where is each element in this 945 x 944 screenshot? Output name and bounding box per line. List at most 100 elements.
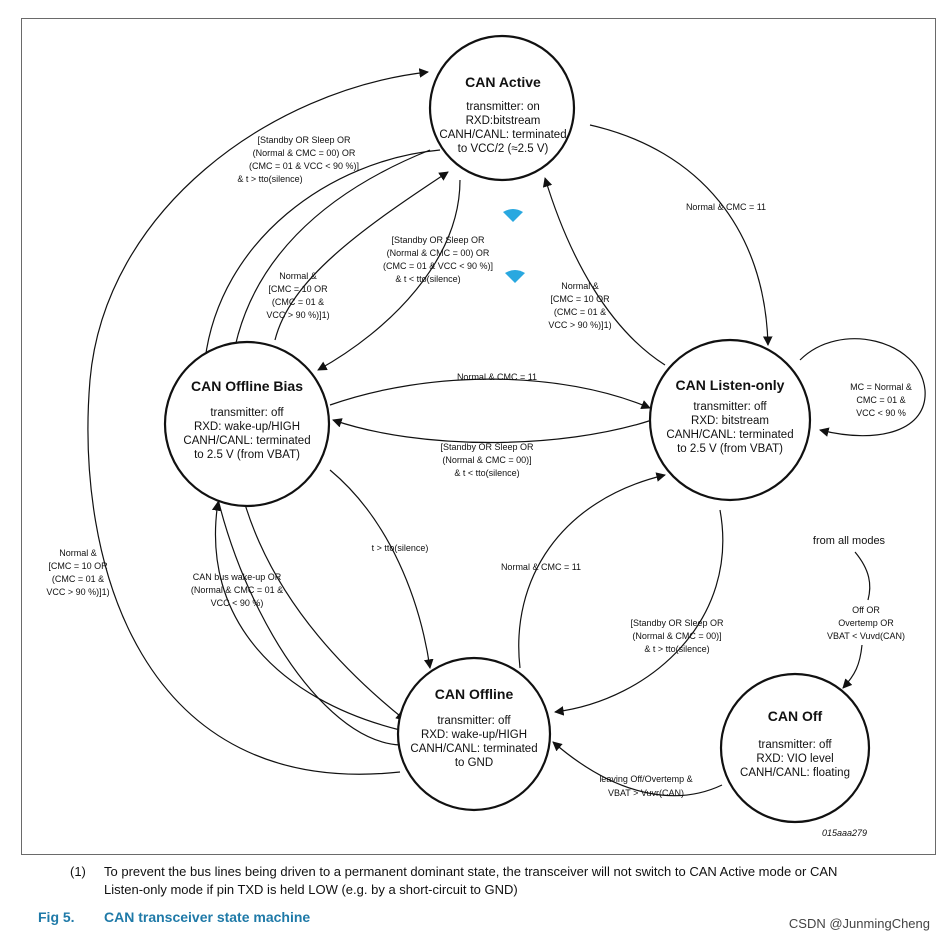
state-title: CAN Offline (435, 686, 514, 702)
edge-from-all-modes (854, 551, 871, 601)
label-line: VCC > 90 %)]1) (266, 310, 329, 320)
label-line: [Standby OR Sleep OR (440, 442, 534, 452)
state-line: to 2.5 V (from VBAT) (194, 449, 300, 461)
figure-title: CAN transceiver state machine (104, 909, 310, 925)
label-line: & t < tto(silence) (454, 468, 519, 478)
state-can-listen-only: CAN Listen-only transmitter: off RXD: bi… (648, 338, 812, 502)
label-line: [Standby OR Sleep OR (391, 235, 485, 245)
watermark: CSDN @JunmingCheng (789, 916, 930, 931)
state-can-offline-bias: CAN Offline Bias transmitter: off RXD: w… (163, 340, 331, 508)
label-bias-to-active: Normal & [CMC = 10 OR (CMC = 01 & VCC > … (266, 271, 329, 320)
label-line: CAN bus wake-up OR (193, 572, 282, 582)
edge-active-to-listen (589, 124, 773, 346)
state-line: CANH/CANL: floating (740, 767, 850, 779)
label-line: (CMC = 01 & VCC < 90 %)] (383, 261, 493, 271)
figure-caption: Fig 5. CAN transceiver state machine (38, 909, 310, 925)
state-circle (719, 672, 871, 824)
label-to-off: Off OR Overtemp OR VBAT < Vuvd(CAN) (827, 605, 905, 641)
state-line: transmitter: on (466, 101, 540, 113)
label-bias-to-listen: Normal & CMC = 11 (457, 372, 537, 382)
label-line: (Normal & CMC = 00)] (632, 631, 721, 641)
blue-marker-icon (503, 209, 525, 283)
label-line: Normal & (561, 281, 599, 291)
edge-bias-to-listen (329, 378, 651, 410)
label-line: (CMC = 01 & (554, 307, 606, 317)
state-line: RXD: wake-up/HIGH (421, 729, 527, 741)
label-line: VCC > 90 %)]1) (46, 587, 109, 597)
label-offline-to-listen: Normal & CMC = 11 (501, 562, 581, 572)
state-line: transmitter: off (210, 407, 284, 419)
footnote: (1) To prevent the bus lines being drive… (70, 864, 837, 897)
label-line: (CMC = 01 & VCC < 90 %)] (249, 161, 359, 171)
state-title: CAN Active (465, 74, 541, 90)
label-line: (CMC = 01 & (272, 297, 324, 307)
label-line: & t > tto(silence) (237, 174, 302, 184)
state-circle (396, 656, 552, 812)
state-title: CAN Offline Bias (191, 378, 303, 394)
label-line: VBAT > Vuvr(CAN) (608, 788, 684, 798)
state-line: transmitter: off (437, 715, 511, 727)
label-line: [CMC = 10 OR (550, 294, 610, 304)
label-line: [Standby OR Sleep OR (630, 618, 724, 628)
state-line: to 2.5 V (from VBAT) (677, 443, 783, 455)
label-line: VBAT < Vuvd(CAN) (827, 631, 905, 641)
figure-number: Fig 5. (38, 909, 75, 925)
state-line: RXD:bitstream (466, 115, 541, 127)
label-line: (Normal & CMC = 00)] (442, 455, 531, 465)
label-line: Normal & (279, 271, 317, 281)
edge-bias-to-offline (329, 469, 434, 669)
transition-labels: [Standby OR Sleep OR (Normal & CMC = 00)… (46, 135, 912, 798)
label-line: Overtemp OR (838, 618, 894, 628)
label-line: leaving Off/Overtemp & (599, 774, 692, 784)
state-line: RXD: VIO level (756, 753, 833, 765)
state-line: CANH/CANL: terminated (410, 743, 537, 755)
edge-to-off (842, 644, 863, 689)
label-active-to-bias: [Standby OR Sleep OR (Normal & CMC = 00)… (383, 235, 493, 284)
state-line: RXD: bitstream (691, 415, 769, 427)
label-line: (Normal & CMC = 00) OR (253, 148, 356, 158)
state-title: CAN Listen-only (676, 377, 785, 393)
state-line: transmitter: off (693, 401, 767, 413)
edge-offline-to-listen (518, 472, 666, 669)
edge-listen-to-offline (554, 509, 724, 716)
label-line: [Standby OR Sleep OR (257, 135, 351, 145)
edge-listen-to-bias (332, 418, 653, 444)
edge-listen-to-active (542, 177, 666, 366)
label-bias-to-offline: t > tto(silence) (372, 543, 429, 553)
state-title: CAN Off (768, 708, 823, 724)
label-line: VCC < 90 %) (211, 598, 264, 608)
edge-bias-to-active (274, 171, 449, 341)
transition-edges (87, 68, 926, 797)
label-line: [CMC = 10 OR (48, 561, 108, 571)
label-line: & t < tto(silence) (395, 274, 460, 284)
label-listen-to-offline: [Standby OR Sleep OR (Normal & CMC = 00)… (630, 618, 724, 654)
state-line: RXD: wake-up/HIGH (194, 421, 300, 433)
label-listen-to-bias: [Standby OR Sleep OR (Normal & CMC = 00)… (440, 442, 534, 478)
label-line: [CMC = 10 OR (268, 284, 328, 294)
state-circle (648, 338, 812, 502)
edge-offline-to-bias (211, 501, 401, 731)
state-line: to VCC/2 (≈2.5 V) (458, 143, 549, 155)
label-line: CMC = 01 & (856, 395, 905, 405)
footnote-number: (1) (70, 864, 86, 879)
state-line: CANH/CANL: terminated (666, 429, 793, 441)
label-from-all-modes: from all modes (813, 535, 886, 547)
state-circle (163, 340, 331, 508)
label-listen-to-active: Normal & [CMC = 10 OR (CMC = 01 & VCC > … (548, 281, 611, 330)
label-listen-self: MC = Normal & CMC = 01 & VCC < 90 % (850, 382, 912, 418)
state-line: transmitter: off (758, 739, 832, 751)
label-off-to-offline: leaving Off/Overtemp & VBAT > Vuvr(CAN) (599, 774, 692, 798)
state-can-active: CAN Active transmitter: on RXD:bitstream… (428, 34, 576, 182)
edge-active-to-bias (317, 179, 461, 371)
edge-listen-self (799, 338, 926, 437)
state-circle (428, 34, 576, 182)
label-line: VCC < 90 % (856, 408, 906, 418)
state-can-offline: CAN Offline transmitter: off RXD: wake-u… (396, 656, 552, 812)
edge-offline-to-active (87, 68, 429, 775)
label-line: Normal & (59, 548, 97, 558)
label-offline-to-active: Normal & [CMC = 10 OR (CMC = 01 & VCC > … (46, 548, 109, 597)
edge-off-to-offline (552, 741, 723, 797)
label-active-to-listen: Normal & CMC = 11 (686, 202, 766, 212)
label-line: Off OR (852, 605, 880, 615)
